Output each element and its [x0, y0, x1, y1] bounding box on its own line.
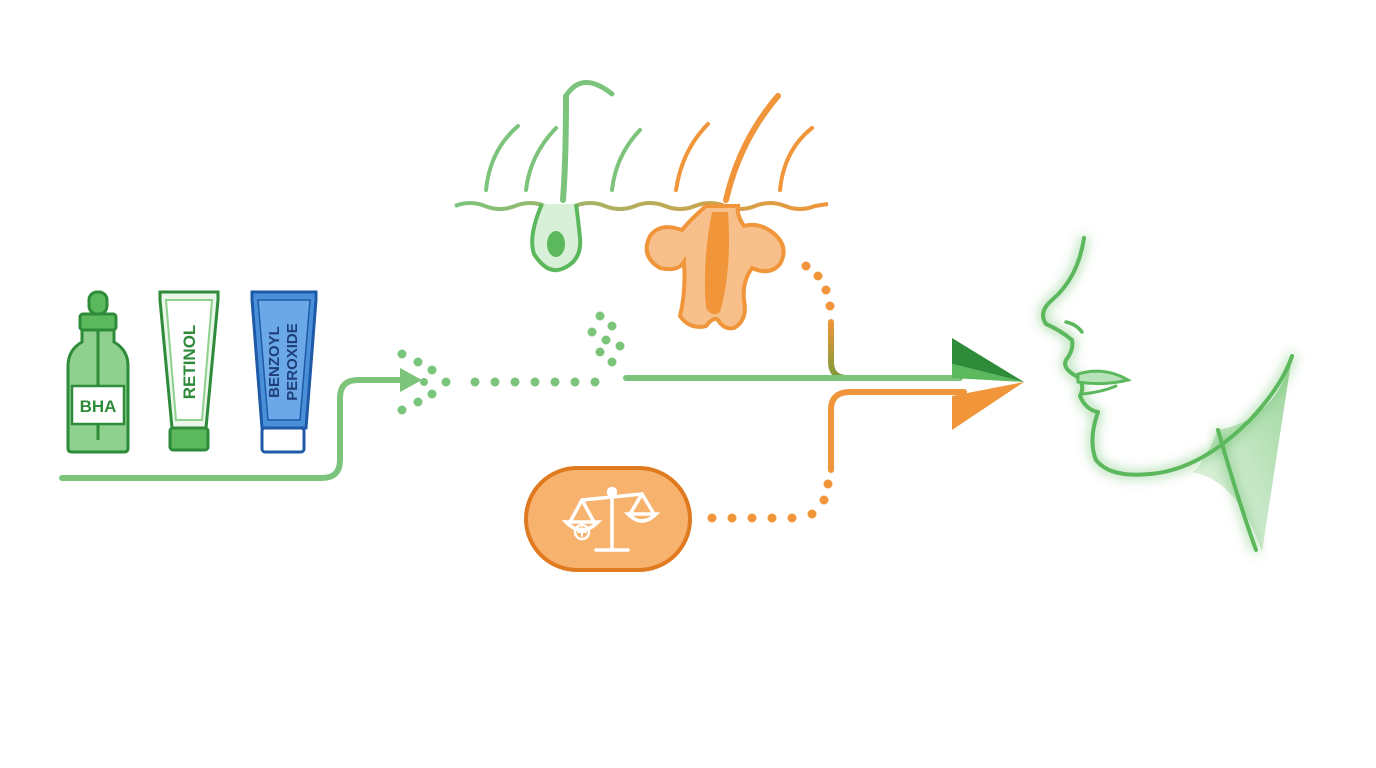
- inflamed-hairs: [674, 122, 814, 192]
- dotted-connector: [470, 377, 600, 387]
- green-main-arrow: [623, 338, 1024, 382]
- bha-bottle: BHA: [66, 290, 130, 454]
- healthy-hairs: [484, 124, 642, 192]
- face-profile-icon: [1041, 236, 1294, 552]
- retinol-label: RETINOL: [180, 325, 199, 400]
- benzoyl-peroxide-tube: BENZOYL PEROXIDE: [250, 290, 318, 454]
- benzoyl-label-line1: BENZOYL: [266, 326, 283, 398]
- orange-main-arrow: [828, 382, 1024, 473]
- vertical-merge-line: [828, 319, 863, 381]
- orange-dotted-from-follicle: [801, 261, 835, 311]
- benzoyl-label-line2: PEROXIDE: [284, 323, 301, 401]
- retinol-tube: RETINOL: [158, 290, 220, 452]
- spray-dots: [397, 349, 451, 415]
- orange-dotted-from-pill: [707, 479, 833, 523]
- balance-scale-icon: [561, 486, 661, 552]
- treatment-path: [59, 368, 422, 481]
- hormone-balance-pill: [524, 466, 692, 572]
- healthy-follicle: [530, 80, 615, 273]
- inflamed-follicle: [644, 93, 786, 331]
- bha-label: BHA: [80, 397, 117, 416]
- particle-cluster: [587, 311, 625, 367]
- skin-cross-section: [454, 188, 829, 211]
